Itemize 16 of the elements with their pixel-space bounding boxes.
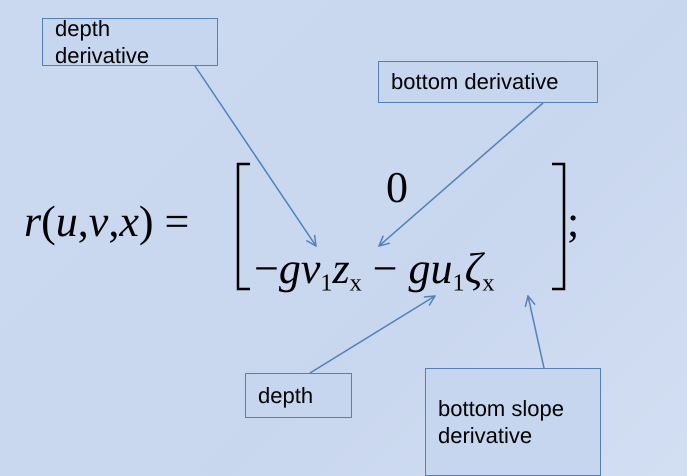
- callout-box: [42, 18, 218, 66]
- formula-text: −gv$_{1}$z$_{x}$ − gu$_{1}$ζ$_{x}$: [254, 246, 494, 296]
- leader-line: [310, 295, 436, 374]
- callout-text: bottom derivative: [391, 68, 559, 96]
- callout-text: bottom slope derivative: [438, 394, 565, 450]
- callout-box: [425, 368, 601, 476]
- callout-text: depth: [258, 382, 314, 410]
- leader-line: [524, 295, 545, 368]
- callout-box: [378, 61, 598, 103]
- leader-line: [194, 66, 317, 247]
- formula-text: r(u,v,x) =: [24, 200, 190, 244]
- semicolon: ;: [567, 200, 580, 244]
- callout-text: depth derivative: [55, 14, 150, 70]
- callout-box: [245, 373, 352, 418]
- leader-line: [378, 102, 544, 247]
- matrix-entry: 0: [386, 166, 408, 210]
